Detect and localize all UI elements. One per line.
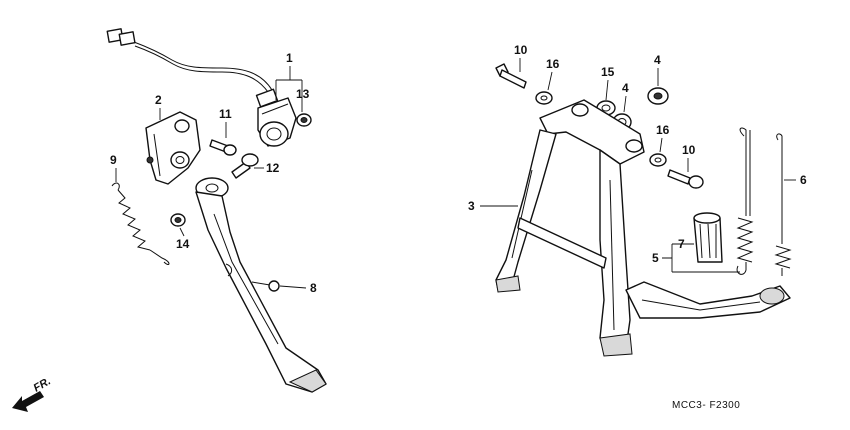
callout-3: 3 <box>468 199 475 213</box>
leader-lines <box>115 58 796 289</box>
nut-14 <box>170 213 186 227</box>
callout-13: 13 <box>296 87 310 101</box>
callout-6: 6 <box>800 173 807 187</box>
diagram-code: MCC3- F2300 <box>672 400 740 411</box>
bolt-11 <box>209 139 237 156</box>
callout-10-lower: 10 <box>682 143 696 157</box>
callout-7: 7 <box>678 237 685 251</box>
front-arrow-icon <box>12 391 44 412</box>
main-stand <box>495 99 791 357</box>
collar-7 <box>693 212 723 263</box>
callout-12: 12 <box>266 161 280 175</box>
spring-6 <box>774 133 792 276</box>
front-label: FR. <box>32 375 53 394</box>
spring-9 <box>111 182 170 265</box>
side-stand-switch <box>257 97 297 147</box>
spring-5-assembly <box>736 127 754 275</box>
callout-1: 1 <box>286 51 293 65</box>
bolt-12 <box>231 153 259 179</box>
bolt-10-lower <box>667 169 704 189</box>
bolt-10-upper <box>495 63 527 89</box>
callout-8: 8 <box>310 281 317 295</box>
callout-9: 9 <box>110 153 117 167</box>
side-stand-switch-harness <box>106 28 279 108</box>
callout-4-right: 4 <box>654 53 661 67</box>
callout-10-upper: 10 <box>514 43 528 57</box>
bracket-2 <box>145 111 201 185</box>
callout-4-center: 4 <box>622 81 629 95</box>
front-direction-indicator: FR. <box>12 375 53 412</box>
callout-11: 11 <box>219 107 232 121</box>
callout-labels: 1 13 2 11 9 12 14 8 10 16 15 4 4 16 10 3… <box>110 43 807 295</box>
callout-14: 14 <box>176 237 190 251</box>
washer-16-upper <box>535 91 553 105</box>
callout-2: 2 <box>155 93 162 107</box>
callout-15: 15 <box>601 65 615 79</box>
nut-13 <box>296 113 312 127</box>
callout-5: 5 <box>652 251 659 265</box>
side-stand <box>195 177 327 393</box>
washer-16-lower <box>649 153 667 167</box>
callout-16-upper: 16 <box>546 57 560 71</box>
callout-16-lower: 16 <box>656 123 670 137</box>
bush-4-right <box>647 87 669 105</box>
